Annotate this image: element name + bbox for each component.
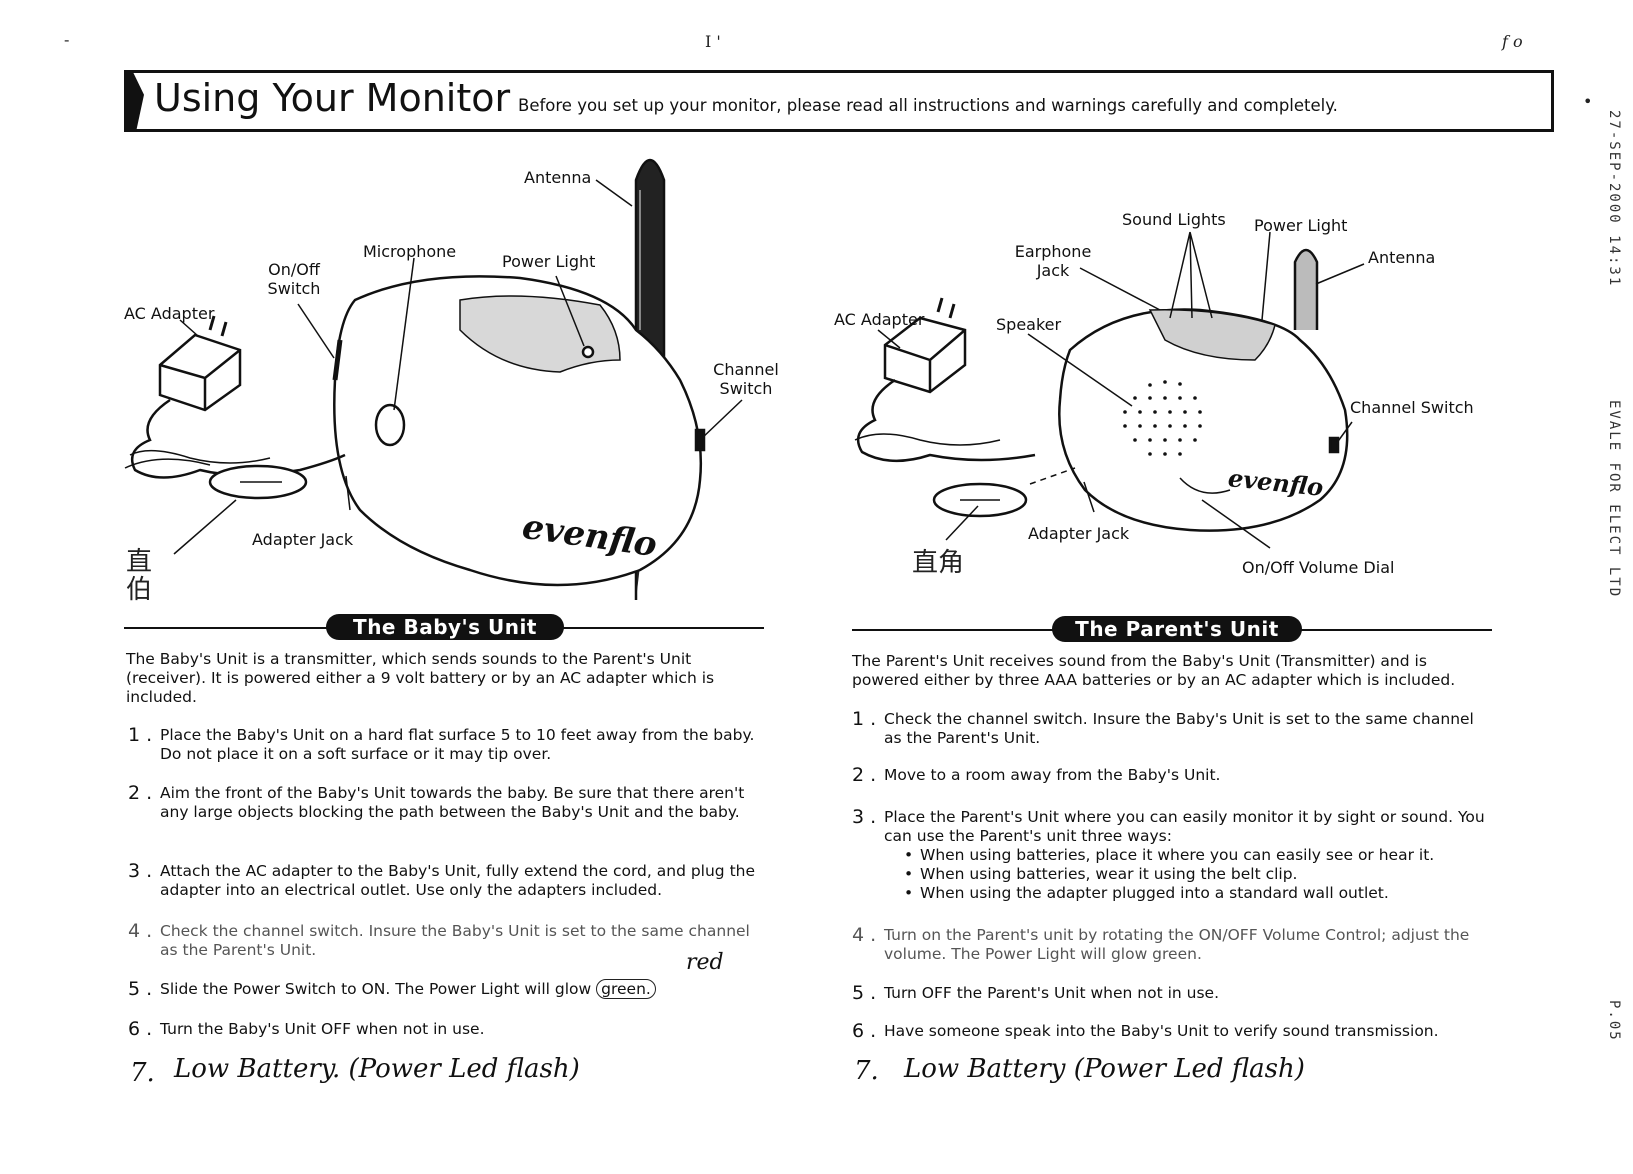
- baby-step-3: 3 . Attach the AC adapter to the Baby's …: [128, 862, 758, 902]
- step-number: 4 .: [128, 920, 153, 942]
- parent-step-1: 1 . Check the channel switch. Insure the…: [852, 710, 1492, 750]
- callout-parent-antenna: Antenna: [1368, 248, 1436, 267]
- usage-bullet-list: When using batteries, place it where you…: [884, 846, 1502, 903]
- step-text: Turn the Baby's Unit OFF when not in use…: [160, 1020, 485, 1038]
- bullet-item: When using the adapter plugged into a st…: [884, 884, 1502, 903]
- step-text: Move to a room away from the Baby's Unit…: [884, 766, 1221, 784]
- parent-step-7-number: 7.: [854, 1056, 879, 1086]
- step-text: Slide the Power Switch to ON. The Power …: [160, 979, 768, 999]
- side-stamp-middle: EVALE FOR ELECT LTD: [1606, 400, 1622, 599]
- baby-handwritten-note: 直 伯: [126, 547, 153, 605]
- parent-step-4: 4 . Turn on the Parent's unit by rotatin…: [852, 926, 1502, 966]
- step-number: 2 .: [128, 782, 153, 804]
- scan-mark-top-center: I ': [705, 32, 721, 51]
- baby-step-1: 1 . Place the Baby's Unit on a hard flat…: [128, 726, 758, 766]
- step-number: 3 .: [852, 806, 877, 828]
- callout-parent-adapter-jack: Adapter Jack: [1028, 524, 1130, 543]
- step-text-main: Place the Parent's Unit where you can ea…: [884, 808, 1485, 845]
- step-text: Place the Parent's Unit where you can ea…: [884, 808, 1502, 903]
- baby-step-4: 4 . Check the channel switch. Insure the…: [128, 922, 758, 962]
- header-tab-marker: [124, 70, 144, 132]
- parent-handwritten-note: 直角: [912, 548, 965, 578]
- callout-channel-switch: Channel Switch: [713, 360, 779, 398]
- side-stamp-lower: P.05: [1606, 1000, 1622, 1042]
- page-title: Using Your Monitor: [154, 76, 511, 120]
- callout-microphone: Microphone: [363, 242, 457, 261]
- parent-section-banner: The Parent's Unit: [1052, 616, 1302, 642]
- callout-sound-lights: Sound Lights: [1122, 210, 1226, 229]
- step-number: 4 .: [852, 924, 877, 946]
- scan-mark-top-right: f o: [1502, 32, 1523, 51]
- callout-parent-channel-switch: Channel Switch: [1350, 398, 1474, 417]
- step-number: 3 .: [128, 860, 153, 882]
- baby-section-banner: The Baby's Unit: [326, 614, 564, 640]
- parent-unit-illustration: [854, 231, 1365, 549]
- callout-ac-adapter: AC Adapter: [124, 304, 215, 323]
- circled-word-green: green.: [596, 979, 656, 999]
- parent-step-2: 2 . Move to a room away from the Baby's …: [852, 766, 1492, 788]
- callout-adapter-jack: Adapter Jack: [252, 530, 354, 549]
- callout-parent-power-light: Power Light: [1254, 216, 1348, 235]
- scan-mark-top-left: -: [64, 30, 70, 49]
- baby-step-7-handwritten: Low Battery. (Power Led flash): [174, 1054, 580, 1084]
- parent-step-6: 6 . Have someone speak into the Baby's U…: [852, 1022, 1502, 1044]
- baby-section-intro: The Baby's Unit is a transmitter, which …: [126, 650, 715, 706]
- step-text: Aim the front of the Baby's Unit towards…: [160, 784, 745, 821]
- step-text: Turn on the Parent's unit by rotating th…: [884, 926, 1470, 963]
- bullet-item: When using batteries, wear it using the …: [884, 865, 1502, 884]
- scan-mark-dot: •: [1583, 92, 1593, 111]
- callout-on-off-volume-dial: On/Off Volume Dial: [1242, 558, 1395, 577]
- step-text: Attach the AC adapter to the Baby's Unit…: [160, 862, 756, 899]
- step-number: 1 .: [128, 724, 153, 746]
- step-number: 6 .: [852, 1020, 877, 1042]
- callout-speaker: Speaker: [996, 315, 1062, 334]
- parent-step-3: 3 . Place the Parent's Unit where you ca…: [852, 808, 1502, 908]
- step-number: 5 .: [128, 978, 153, 1000]
- callout-power-light: Power Light: [502, 252, 596, 271]
- baby-unit-illustration: [124, 158, 743, 600]
- step-text-main: Slide the Power Switch to ON. The Power …: [160, 980, 597, 998]
- baby-step-7-number: 7.: [130, 1058, 155, 1088]
- step-number: 2 .: [852, 764, 877, 786]
- callout-parent-ac-adapter: AC Adapter: [834, 310, 925, 329]
- callout-antenna: Antenna: [524, 168, 592, 187]
- callout-earphone-jack: Earphone Jack: [1014, 242, 1092, 280]
- step-number: 5 .: [852, 982, 877, 1004]
- baby-step-2: 2 . Aim the front of the Baby's Unit tow…: [128, 784, 758, 844]
- parent-section-intro: The Parent's Unit receives sound from th…: [852, 652, 1456, 689]
- side-stamp-upper: 27-SEP-2000 14:31: [1606, 110, 1622, 288]
- step-number: 1 .: [852, 708, 877, 730]
- step-text: Turn OFF the Parent's Unit when not in u…: [884, 984, 1219, 1002]
- step-text: Check the channel switch. Insure the Bab…: [884, 710, 1474, 747]
- callout-on-off-switch: On/Off Switch: [267, 260, 321, 298]
- baby-step-5: 5 . Slide the Power Switch to ON. The Po…: [128, 978, 768, 1006]
- handwritten-annotation-red: red: [686, 950, 724, 975]
- step-text: Check the channel switch. Insure the Bab…: [160, 922, 750, 959]
- parent-step-5: 5 . Turn OFF the Parent's Unit when not …: [852, 984, 1492, 1006]
- step-text: Place the Baby's Unit on a hard flat sur…: [160, 726, 755, 763]
- step-number: 6 .: [128, 1018, 153, 1040]
- page-subtitle: Before you set up your monitor, please r…: [518, 96, 1338, 115]
- step-text: Have someone speak into the Baby's Unit …: [884, 1022, 1439, 1040]
- parent-step-7-handwritten: Low Battery (Power Led flash): [904, 1054, 1305, 1084]
- bullet-item: When using batteries, place it where you…: [884, 846, 1502, 865]
- baby-step-6: 6 . Turn the Baby's Unit OFF when not in…: [128, 1020, 758, 1042]
